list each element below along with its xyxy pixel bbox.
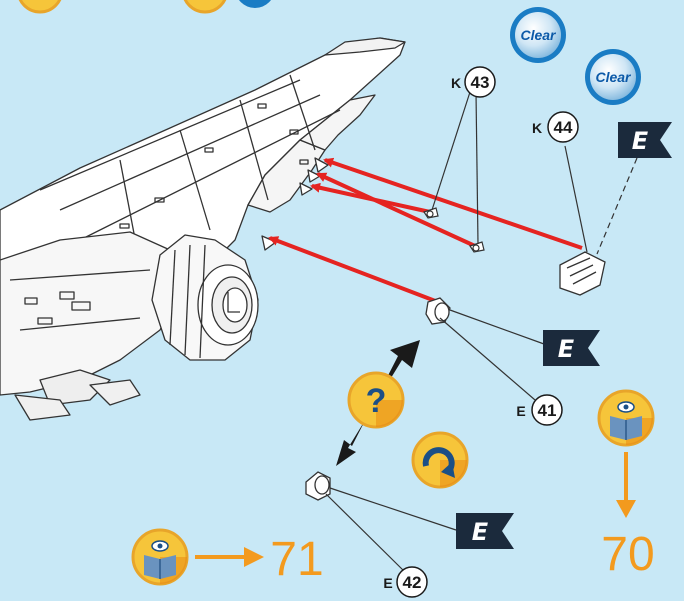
callout-k43: K 43	[451, 67, 495, 97]
e-flag-1-letter: E	[632, 127, 649, 155]
assembly-arrows	[270, 160, 582, 302]
rotate-icon	[413, 433, 467, 487]
reference-page-right: 70	[601, 528, 654, 581]
callout-e42-number: 42	[403, 573, 422, 592]
clear-badge-1: Clear	[510, 7, 566, 63]
part-44-clear-cover	[560, 252, 605, 295]
callout-k44-prefix: K	[532, 120, 542, 136]
callout-k44: K 44	[532, 112, 578, 142]
reference-page-left: 71	[270, 533, 323, 586]
e-flag-icon: E	[618, 122, 672, 158]
down-arrow-to-page	[616, 452, 636, 518]
callout-e41: E 41	[516, 395, 562, 425]
callout-e41-number: 41	[538, 401, 557, 420]
part-41-fitting	[426, 298, 450, 324]
manual-reference-icon	[133, 530, 187, 584]
manual-reference-icon	[599, 391, 653, 445]
e-flag-3-letter: E	[472, 518, 489, 546]
question-mark: ?	[366, 382, 387, 420]
wing-illustration	[0, 38, 405, 420]
callout-e42-prefix: E	[383, 575, 392, 591]
e-flag-icon: E	[456, 513, 514, 549]
right-arrow-to-page	[195, 547, 264, 567]
callout-e42: E 42	[383, 567, 427, 597]
clear-badge-2-label: Clear	[595, 69, 632, 85]
question-icon: ?	[349, 373, 403, 427]
clear-badge-2: Clear	[585, 49, 641, 105]
e-flag-icon: E	[543, 330, 600, 366]
top-partial-badges	[18, 0, 275, 12]
part-42-fitting	[306, 472, 330, 500]
callout-k44-number: 44	[554, 118, 573, 137]
callout-e41-prefix: E	[516, 403, 525, 419]
e-flag-2-letter: E	[558, 335, 575, 363]
clear-badge-1-label: Clear	[520, 27, 557, 43]
callout-k43-prefix: K	[451, 75, 461, 91]
callout-k43-number: 43	[471, 73, 490, 92]
